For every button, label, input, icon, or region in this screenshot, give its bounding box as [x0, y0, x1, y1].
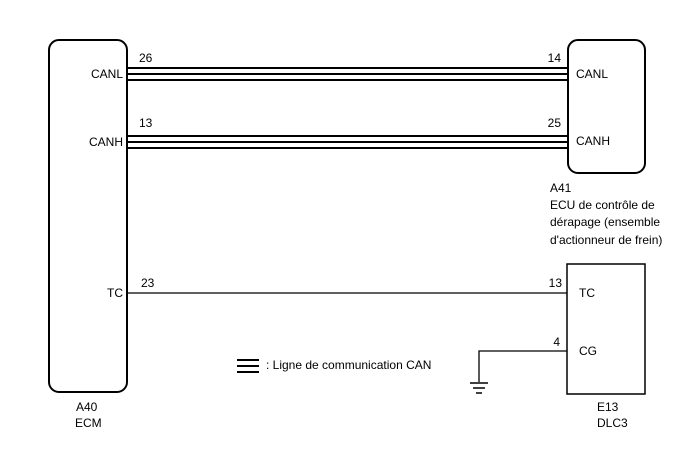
- ecm-code: A40: [76, 400, 98, 414]
- skid-ecu-name-line-2: dérapage (ensemble: [550, 215, 660, 229]
- dlc3-pin-cg-label: CG: [579, 344, 597, 358]
- ecm-block: [48, 39, 128, 393]
- ecm-name: ECM: [75, 416, 102, 430]
- skid-ecu-name-line-3: d'actionneur de frein): [550, 233, 662, 247]
- cg-ground-wire: [478, 350, 567, 382]
- dlc3-name: DLC3: [597, 416, 628, 430]
- dlc3-pin-tc-label: TC: [579, 286, 595, 300]
- dlc3-block: [566, 263, 646, 395]
- legend-text: : Ligne de communication CAN: [266, 358, 431, 372]
- can-line-legend-icon: [237, 359, 259, 373]
- skid-ecu-name-line-1: ECU de contrôle de: [550, 198, 655, 212]
- dlc3-code: E13: [597, 400, 619, 414]
- ecm-pin-canl-label: CANL: [91, 67, 123, 81]
- skid-ecu-block: [567, 39, 646, 174]
- canh-bus-line: [127, 135, 568, 149]
- canh-ecm-pin-number: 13: [139, 116, 153, 130]
- skid-ecu-pin-canh-label: CANH: [576, 134, 610, 148]
- tc-ecm-pin-number: 23: [141, 276, 155, 290]
- ground-symbol-icon: [470, 382, 488, 394]
- canl-skid-ecu-pin-number: 14: [548, 51, 562, 65]
- canh-skid-ecu-pin-number: 25: [548, 116, 562, 130]
- ecm-pin-canh-label: CANH: [89, 135, 123, 149]
- canl-bus-line: [127, 67, 568, 81]
- skid-ecu-pin-canl-label: CANL: [576, 67, 608, 81]
- cg-dlc3-pin-number: 4: [553, 335, 560, 349]
- skid-ecu-code: A41: [550, 181, 572, 195]
- canl-ecm-pin-number: 26: [139, 51, 153, 65]
- tc-dlc3-pin-number: 13: [549, 276, 563, 290]
- ecm-pin-tc-label: TC: [107, 286, 123, 300]
